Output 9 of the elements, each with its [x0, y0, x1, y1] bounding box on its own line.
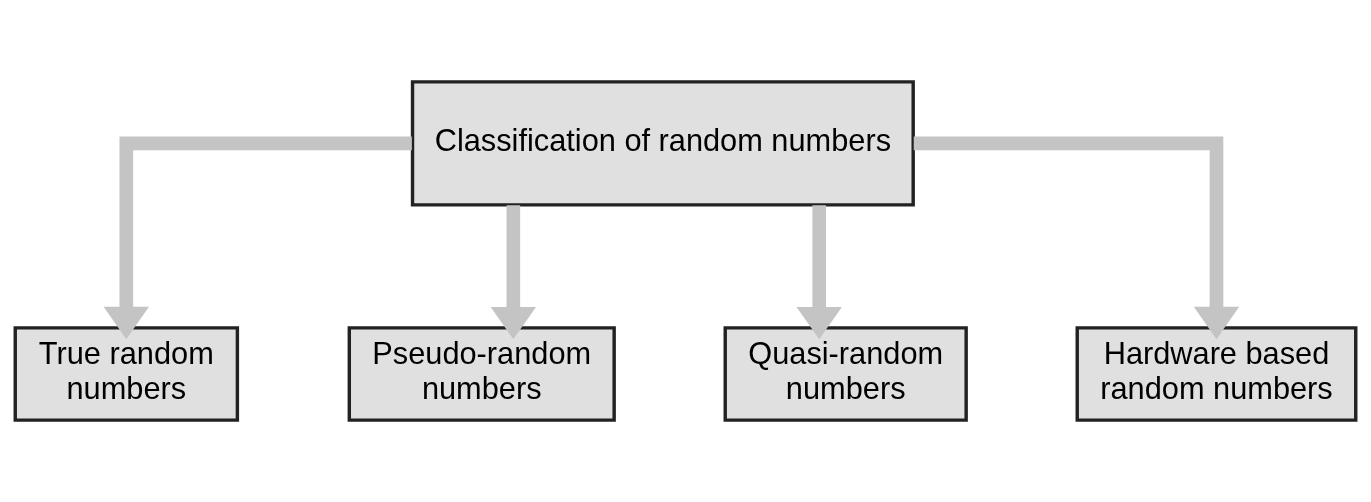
node-box: Classification of random numbers — [410, 80, 915, 207]
arrow — [103, 136, 412, 340]
arrow — [913, 136, 1240, 340]
arrow — [796, 205, 842, 340]
node-box: Pseudo-random numbers — [347, 326, 616, 422]
node-box: True random numbers — [13, 326, 240, 422]
node-box: Quasi-random numbers — [723, 326, 968, 422]
node-box: Hardware based random numbers — [1075, 326, 1358, 422]
arrow — [490, 205, 537, 340]
